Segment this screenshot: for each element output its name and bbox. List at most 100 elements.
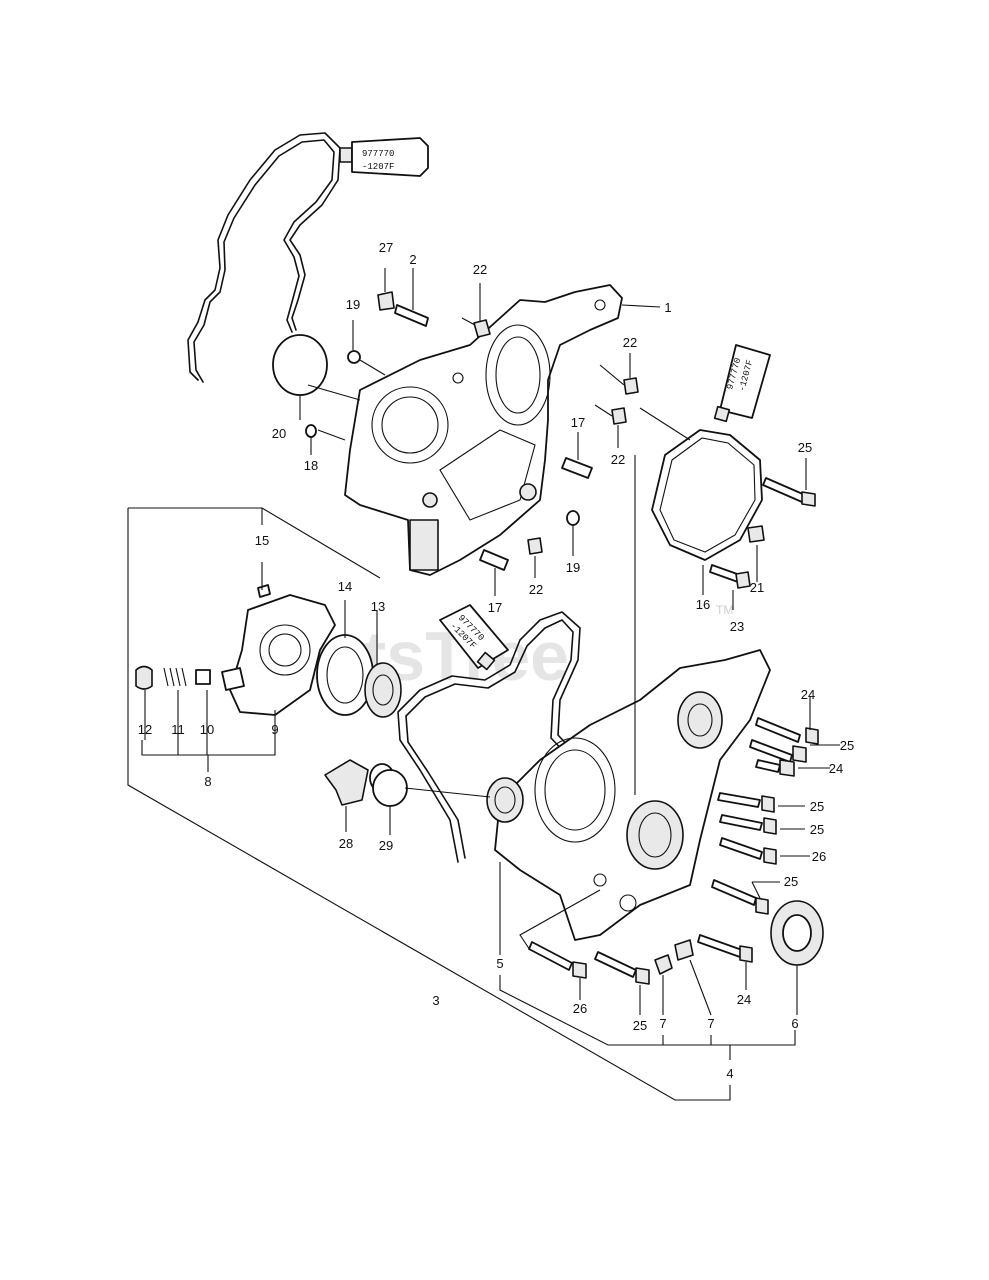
bolt-25-e [594,951,637,978]
o-ring-18 [305,424,317,438]
gasket-upper-inner [193,139,335,383]
dowel-pin-17-a [561,457,593,479]
inner-rotor-13 [364,662,402,718]
bolt-24-a [755,717,801,743]
leader-lines [144,268,840,1016]
sealant-tube-top: 977770 -1207F [339,137,429,177]
bolt-22-c [611,407,627,425]
gasket-middle [397,611,591,863]
bolt-23-head [735,571,751,589]
front-cover-5 [494,649,771,941]
callout-25f: 25 [633,1018,647,1033]
bracket-3 [127,508,731,1101]
callout-19a: 19 [346,297,360,312]
callout-15: 15 [255,533,269,548]
bolt-25-b [717,792,761,808]
bolt-26-a-head [763,847,777,865]
callout-22a: 22 [473,262,487,277]
bolt-22-a [473,319,491,338]
callout-25b: 25 [840,738,854,753]
bracket-8 [141,740,276,772]
callout-26b: 26 [573,1001,587,1016]
bolt-26-a [719,837,763,860]
bolt-21 [747,525,765,543]
callout-20: 20 [272,426,286,441]
cap-12 [135,665,153,690]
callout-13: 13 [371,599,385,614]
callout-25e: 25 [784,874,798,889]
callout-2: 2 [409,252,416,267]
stud-bolt-2 [394,304,429,327]
sealant-tube-right: 977770 -1207F [713,344,771,423]
o-ring-19-lower [566,510,580,526]
bolt-25-c [719,814,763,831]
callout-12: 12 [138,722,152,737]
cover-plate-16 [651,429,763,561]
bracket-4 [499,975,796,1060]
bolt-24-c-head [739,945,753,963]
callout-9: 9 [271,722,278,737]
gear-case [344,284,623,576]
callout-10: 10 [200,722,214,737]
callout-23: 23 [730,619,744,634]
callout-24a: 24 [801,687,815,702]
valve-10 [195,669,211,685]
bolt-24-c [697,934,743,958]
callout-28: 28 [339,836,353,851]
callout-25d: 25 [810,822,824,837]
bolt-24-b [755,759,781,773]
gasket-upper [187,132,341,381]
callout-25a: 25 [798,440,812,455]
bolt-25-e-head [635,967,650,985]
gasket-middle-inner [405,619,591,859]
outer-rotor-14 [316,634,374,716]
plug-7-a [654,954,673,975]
callout-25c: 25 [810,799,824,814]
callout-labels: 1 2 3 4 5 6 7 7 8 9 10 11 12 13 14 15 16… [138,240,854,1081]
callout-14: 14 [338,579,352,594]
nut-27 [377,291,395,311]
bolt-24-b-head [779,759,795,777]
callout-19b: 19 [566,560,580,575]
callout-22b: 22 [623,335,637,350]
callout-24c: 24 [737,992,751,1007]
plug-7-b [674,939,694,961]
bolt-24-a-head [805,727,819,745]
callout-29: 29 [379,838,393,853]
bolt-25-a-head [792,745,807,763]
bolt-26-b-head [572,961,587,979]
callout-5: 5 [496,956,503,971]
callout-3: 3 [432,993,439,1008]
bracket-8-ticks [177,740,208,755]
oil-seal-cover-inner [494,786,516,814]
bolt-22-b [623,377,639,395]
oil-seal-cover [486,777,524,823]
bolt-25-top [762,477,806,503]
callout-7a: 7 [659,1016,666,1031]
sealant-tube-top-label-2: -1207F [362,162,394,172]
bolt-25-d [711,879,757,906]
bolt-25-a [749,739,793,763]
callout-18: 18 [304,458,318,473]
o-ring-29 [372,769,408,807]
spring-11 [163,667,187,687]
oil-filler-cap-28 [324,759,369,806]
bolt-25-d-head [755,897,769,915]
callout-26a: 26 [812,849,826,864]
bolt-25-b-head [761,795,775,813]
oil-seal-6 [770,900,824,966]
o-ring-20 [272,334,328,396]
callout-21: 21 [750,580,764,595]
pump-cover-9 [229,594,336,716]
callout-16: 16 [696,597,710,612]
o-ring-19-upper [347,350,361,364]
bolt-26-b [528,941,573,971]
bolt-25-c-head [763,817,777,835]
callout-1: 1 [664,300,671,315]
callout-7b: 7 [707,1016,714,1031]
sealant-tube-top-label-1: 977770 [362,149,394,159]
callout-8: 8 [204,774,211,789]
callout-22d: 22 [529,582,543,597]
bolt-25-top-head [801,491,816,507]
